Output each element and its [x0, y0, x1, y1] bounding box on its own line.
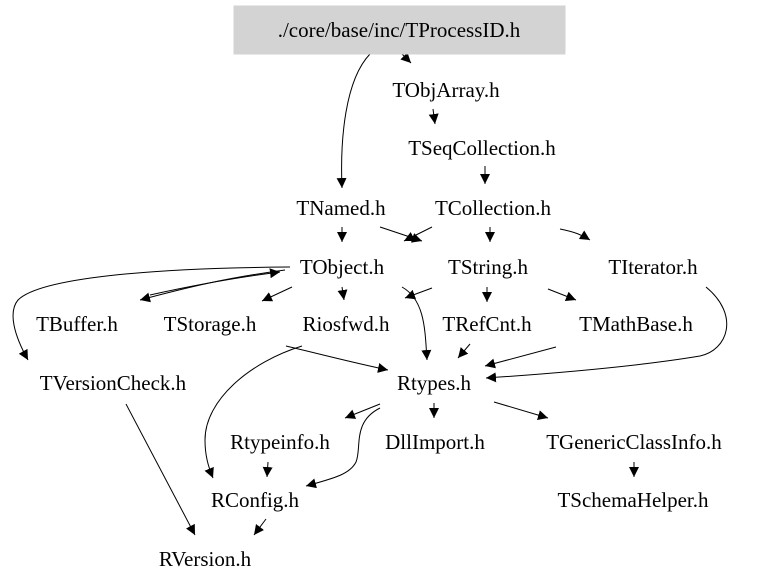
- nodes: ./core/base/inc/TProcessID.h TObjArray.h…: [36, 5, 722, 571]
- edge-rtypes-rtypeinfo: [344, 403, 381, 419]
- node-tgenericclassinfo[interactable]: TGenericClassInfo.h: [546, 430, 722, 454]
- edge-tstring-tobject: [149, 268, 281, 296]
- node-rconfig[interactable]: RConfig.h: [211, 488, 300, 512]
- node-tnamed[interactable]: TNamed.h: [296, 196, 386, 220]
- edge-tstring-rtypes: [404, 287, 433, 300]
- edge-tobject-riosfwd: [337, 286, 348, 301]
- edge-titerator-rtypes: [485, 286, 728, 383]
- edge-riosfwd-rtypes: [285, 345, 389, 373]
- node-tstring[interactable]: TString.h: [448, 255, 528, 279]
- node-titerator[interactable]: TIterator.h: [608, 255, 698, 279]
- edges: [12, 52, 728, 536]
- edge-tcollection-tobject: [403, 226, 433, 242]
- node-rtypes[interactable]: Rtypes.h: [397, 371, 472, 395]
- edge-tprocessid-tobjarray: [400, 52, 412, 64]
- edge-rtypes-rconfig: [305, 407, 381, 489]
- node-tstorage[interactable]: TStorage.h: [164, 312, 257, 336]
- node-rversion[interactable]: RVersion.h: [159, 547, 252, 571]
- node-tcollection[interactable]: TCollection.h: [435, 196, 552, 220]
- root-node-box: [233, 5, 566, 55]
- node-tobjarray[interactable]: TObjArray.h: [392, 78, 500, 102]
- node-rtypeinfo[interactable]: Rtypeinfo.h: [230, 430, 330, 454]
- edge-rtypes-tgenericclassinfo: [493, 401, 549, 420]
- node-tmathbase[interactable]: TMathBase.h: [579, 312, 693, 336]
- edge-rconfig-rversion: [253, 518, 267, 536]
- edge-tcollection-titerator: [559, 228, 591, 241]
- node-tobject[interactable]: TObject.h: [300, 255, 385, 279]
- node-tbuffer[interactable]: TBuffer.h: [36, 312, 118, 336]
- node-tversioncheck[interactable]: TVersionCheck.h: [40, 371, 187, 395]
- edge-tobject-tstorage: [261, 286, 293, 302]
- edge-tversioncheck-rversion: [125, 403, 196, 536]
- edge-rtypeinfo-rconfig: [262, 461, 273, 478]
- edge-tprocessid-tnamed: [336, 53, 371, 189]
- node-trefcnt[interactable]: TRefCnt.h: [442, 312, 532, 336]
- edge-tnamed-tstring: [379, 226, 423, 243]
- edge-tmathbase-rtypes: [484, 346, 557, 369]
- node-tseqcollection[interactable]: TSeqCollection.h: [408, 136, 556, 160]
- edge-tobjarray-tseqcollection: [428, 108, 439, 125]
- edge-trefcnt-rtypes: [457, 343, 471, 359]
- node-root[interactable]: ./core/base/inc/TProcessID.h: [233, 5, 566, 55]
- node-tschemahelper[interactable]: TSchemaHelper.h: [557, 488, 709, 512]
- node-dllimport[interactable]: DllImport.h: [385, 430, 485, 454]
- node-riosfwd[interactable]: Riosfwd.h: [303, 312, 390, 336]
- node-tprocessid: ./core/base/inc/TProcessID.h: [278, 18, 521, 42]
- edge-riosfwd-rconfig: [204, 345, 303, 479]
- edge-tobject-tversioncheck: [12, 266, 291, 361]
- edge-tstring-tmathbase: [547, 288, 577, 301]
